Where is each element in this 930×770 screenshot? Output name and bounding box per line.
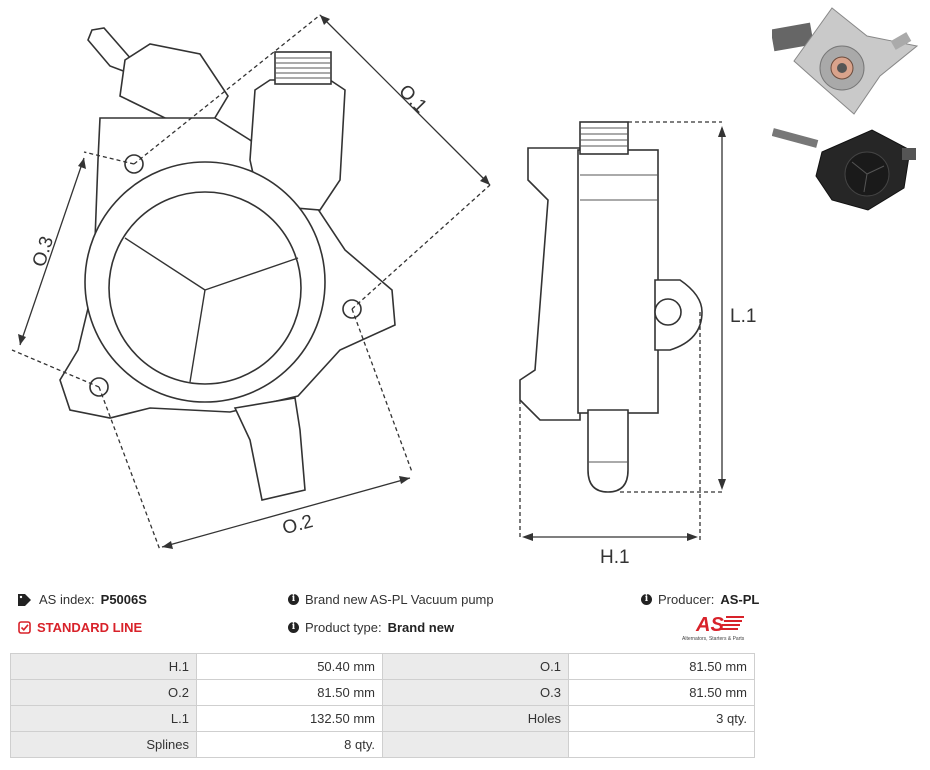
description-text: Brand new AS-PL Vacuum pump [305,592,494,607]
table-row: L.1 132.50 mm Holes 3 qty. [10,705,755,732]
producer-label: Producer: [658,592,715,607]
as-pl-logo: AS Alternators, Starters & Parts [682,614,745,642]
dim-line-o3 [19,157,85,346]
svg-text:AS: AS [695,614,724,636]
product-photo-top [772,7,919,115]
spec-value: 8 qty. [196,731,383,758]
tag-icon [18,593,31,606]
info-icon: i [288,594,299,605]
side-thread [579,121,629,155]
as-index-row: AS index: P5006S [18,592,147,607]
product-photo-bottom [772,128,916,211]
spec-key: O.1 [382,653,569,680]
standard-line-row: STANDARD LINE [18,620,142,635]
dim-line-o1 [319,14,491,186]
checkbox-icon [18,621,31,634]
side-ear-hole [654,298,682,326]
spec-key: Splines [10,731,197,758]
info-icon: i [641,594,652,605]
bottom-outlet [233,397,306,501]
spec-key: Holes [382,705,569,732]
spec-value: 50.40 mm [196,653,383,680]
svg-text:Alternators, Starters & Parts: Alternators, Starters & Parts [682,636,745,642]
spec-value: 81.50 mm [568,653,755,680]
spec-value [568,731,755,758]
producer-value: AS-PL [720,592,760,607]
label-h1: H.1 [600,547,630,568]
producer-row: i Producer: AS-PL [641,592,759,607]
technical-drawing: O.1 O.3 O.2 [11,7,919,568]
pump-ring-inner [108,191,302,385]
side-flange [519,147,581,421]
spec-value: 81.50 mm [196,679,383,706]
spec-value: 3 qty. [568,705,755,732]
standard-line-label: STANDARD LINE [37,620,143,635]
table-row: H.1 50.40 mm O.1 81.50 mm [10,653,755,680]
side-body [577,149,659,414]
description-row: i Brand new AS-PL Vacuum pump [288,592,494,607]
spec-key: O.3 [382,679,569,706]
spec-table: H.1 50.40 mm O.1 81.50 mm O.2 81.50 mm O… [10,653,755,758]
as-index-value: P5006S [100,592,147,607]
spec-key: O.2 [10,679,197,706]
label-l1: L.1 [730,306,756,327]
dim-line-o2 [161,477,411,548]
spec-value: 81.50 mm [568,679,755,706]
as-index-label: AS index: [39,592,95,607]
info-icon: i [288,622,299,633]
side-nozzle [587,409,629,493]
label-o3: O.3 [29,234,58,270]
product-type-label: Product type: [305,620,382,635]
nozzle-housing [119,43,229,127]
spec-value: 132.50 mm [196,705,383,732]
product-type-value: Brand new [387,620,455,635]
product-type-row: i Product type: Brand new [288,620,454,635]
spec-key: H.1 [10,653,197,680]
spec-key: L.1 [10,705,197,732]
pump-drawing-svg: O.1 O.3 O.2 [11,14,756,568]
label-o1: O.1 [394,81,431,118]
table-row: O.2 81.50 mm O.3 81.50 mm [10,679,755,706]
spec-key [382,731,569,758]
table-row: Splines 8 qty. [10,731,755,758]
label-o2: O.2 [280,511,315,539]
